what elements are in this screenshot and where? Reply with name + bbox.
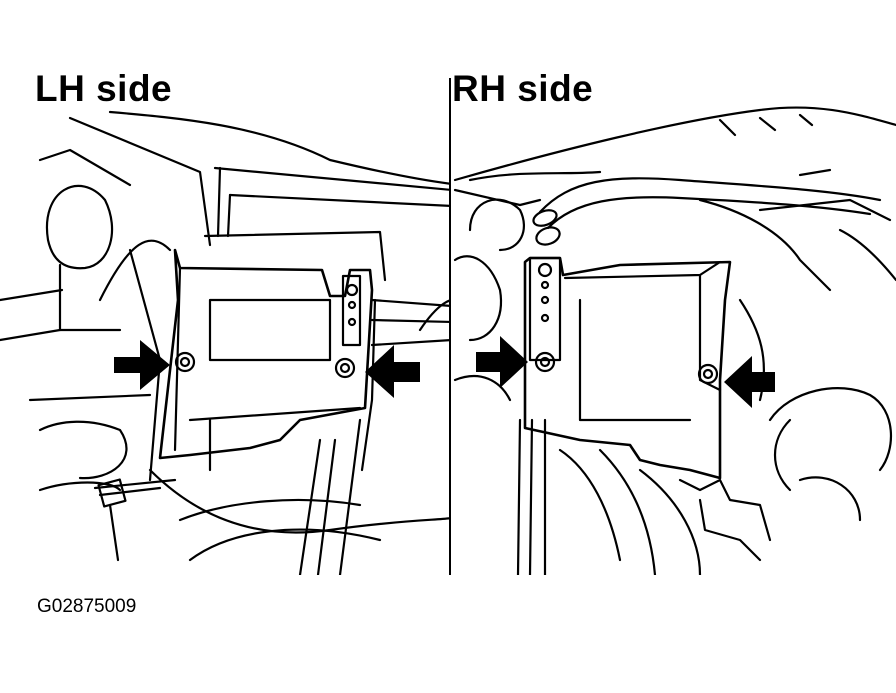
bolt-icon <box>697 363 719 385</box>
bolt-icon <box>334 357 356 379</box>
hose-end <box>45 184 114 270</box>
bolt-icon <box>534 351 556 373</box>
rh-bracket <box>523 256 732 480</box>
figure-code: G02875009 <box>37 596 137 617</box>
pipe <box>538 177 882 214</box>
arrow-left-icon <box>724 356 775 408</box>
cable-clip <box>97 478 127 508</box>
bolt-icon <box>174 351 196 373</box>
rh-side-title: RH side <box>452 68 594 109</box>
lh-side-title: LH side <box>35 68 173 109</box>
lh-side-panel <box>0 110 450 575</box>
rh-side-panel <box>453 106 896 575</box>
arrow-left-icon <box>365 345 420 398</box>
arrow-right-icon <box>114 340 170 390</box>
lh-bracket <box>158 248 374 460</box>
arrow-right-icon <box>476 336 528 388</box>
